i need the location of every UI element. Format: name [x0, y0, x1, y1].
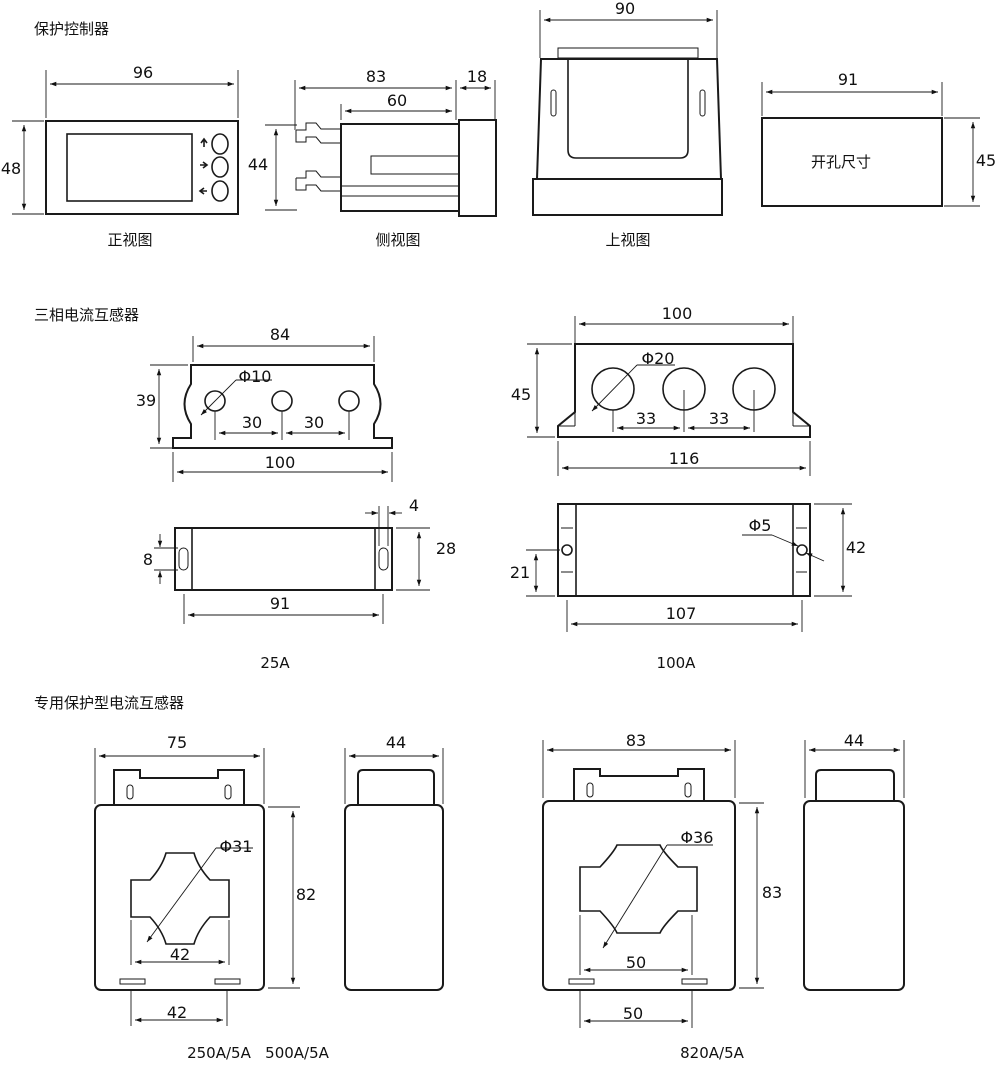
dim-large-depth: 44: [844, 731, 864, 750]
dim-25a-top-width: 84: [270, 325, 290, 344]
dim-large-window: 50: [626, 953, 646, 972]
dim-100a-base: 116: [669, 449, 700, 468]
dim-front-height: 48: [1, 159, 21, 178]
section-title-controller: 保护控制器: [34, 20, 109, 38]
dim-cutout-height: 45: [976, 151, 996, 170]
dim-25a-hole: Φ10: [239, 367, 272, 386]
dim-25a-height: 39: [136, 391, 156, 410]
special-ct-small-side-view: 44 250A/5A 500A/5A: [187, 733, 444, 1062]
dim-side-total: 83: [366, 67, 386, 86]
dim-100a-side-height: 42: [846, 538, 866, 557]
cutout-label: 开孔尺寸: [811, 153, 871, 171]
arrow-right-icon: [200, 161, 209, 169]
dim-25a-slot: 8: [143, 550, 153, 569]
dim-side-height: 44: [248, 155, 268, 174]
dim-25a-mount: 91: [270, 594, 290, 613]
controller-front-view: 96 48 正视图: [1, 63, 239, 249]
dim-cutout-width: 91: [838, 70, 858, 89]
ct-100a-bottom-view: Φ5 42 21 107 100A: [510, 503, 866, 672]
button-circle-1: [211, 133, 229, 155]
rating-special-large: 820A/5A: [680, 1044, 744, 1062]
ct-25a-bottom-view: 8 4 28 91 25A: [143, 496, 456, 672]
dim-large-width: 83: [626, 731, 646, 750]
label-front-view: 正视图: [107, 231, 152, 249]
section-title-special: 专用保护型电流互感器: [34, 694, 184, 712]
dim-small-height: 82: [296, 885, 316, 904]
dim-small-depth: 44: [386, 733, 406, 752]
dim-25a-pitch2: 30: [304, 413, 324, 432]
label-side-view: 侧视图: [375, 231, 420, 249]
dim-100a-top-width: 100: [662, 304, 693, 323]
dim-side-body: 60: [387, 91, 407, 110]
dim-large-height: 83: [762, 883, 782, 902]
controller-top-view: 90 上视图: [532, 0, 723, 249]
rating-25a: 25A: [260, 654, 290, 672]
dim-large-hole: Φ36: [681, 828, 714, 847]
dim-top-width: 90: [615, 0, 635, 18]
dim-large-mount: 50: [623, 1004, 643, 1023]
dim-100a-height: 45: [511, 385, 531, 404]
dim-100a-hole: Φ20: [642, 349, 675, 368]
ct-100a-front-view: 100 45 Φ20 33 33 116: [511, 304, 811, 476]
button-circle-3: [211, 180, 229, 202]
dim-front-width: 96: [133, 63, 153, 82]
ct-25a-front-view: 84 39 Φ10 30 30 100: [136, 325, 393, 482]
special-ct-small-front-view: 75 Φ31 42 42 82: [94, 733, 316, 1026]
special-ct-large-front-view: 83 Φ36 50 50 83: [542, 731, 782, 1028]
arrow-up-icon: [200, 137, 208, 147]
dim-100a-mount-hole: Φ5: [749, 516, 772, 535]
dim-100a-pitch1: 33: [636, 409, 656, 428]
rating-special-small: 250A/5A 500A/5A: [187, 1044, 330, 1062]
dim-100a-hole-offset: 21: [510, 563, 530, 582]
label-top-view: 上视图: [605, 231, 650, 249]
dim-small-hole: Φ31: [220, 837, 253, 856]
special-ct-large-side-view: 44 820A/5A: [680, 731, 905, 1062]
dim-25a-base: 100: [265, 453, 296, 472]
rating-100a: 100A: [657, 654, 697, 672]
dim-25a-pitch1: 30: [242, 413, 262, 432]
dim-25a-slot-side: 4: [409, 496, 419, 515]
dim-small-mount: 42: [167, 1003, 187, 1022]
section-title-three-phase: 三相电流互感器: [34, 306, 139, 324]
dim-small-window: 42: [170, 945, 190, 964]
dim-small-width: 75: [167, 733, 187, 752]
controller-side-view: 83 60 18 44 侧视图: [248, 67, 497, 249]
arrow-left-icon: [198, 187, 207, 195]
dim-100a-mount: 107: [666, 604, 697, 623]
dim-100a-pitch2: 33: [709, 409, 729, 428]
controller-panel-cutout: 91 开孔尺寸 45: [761, 70, 996, 207]
dim-25a-side-height: 28: [436, 539, 456, 558]
button-circle-2: [211, 156, 229, 178]
dim-side-front: 18: [467, 67, 487, 86]
